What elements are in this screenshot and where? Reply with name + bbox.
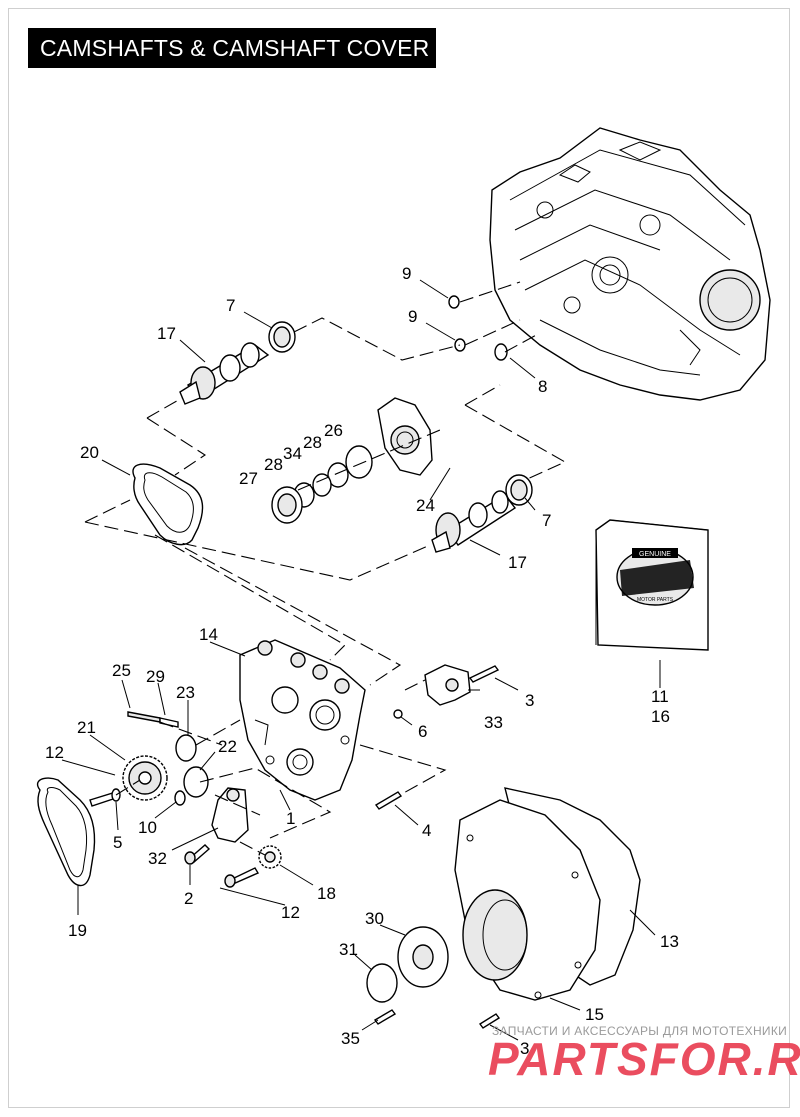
washer-22 (183, 766, 209, 798)
callout-9-lower: 9 (408, 307, 417, 326)
crankcase (489, 127, 771, 401)
spring-25 (127, 711, 161, 723)
callout-20: 20 (80, 443, 99, 462)
badge-motor-parts-text: MOTOR PARTS (637, 597, 674, 603)
callout-11: 11 (651, 687, 669, 706)
cam-support-plate-14 (239, 639, 366, 801)
callout-3-lower: 3 (520, 1039, 529, 1058)
callout-7-upper: 7 (226, 296, 235, 315)
callout-4: 4 (422, 821, 431, 840)
callout-18: 18 (317, 884, 336, 903)
callout-12-lower: 12 (281, 903, 300, 922)
callout-12-upper: 12 (45, 743, 64, 762)
tensioner-32 (211, 787, 249, 843)
ball-6 (393, 709, 403, 719)
sprocket-18 (258, 845, 282, 869)
screw-3-lower (478, 1013, 501, 1029)
callout-23: 23 (176, 683, 195, 702)
primary-chain-19 (36, 777, 96, 887)
callout-24: 24 (416, 496, 435, 515)
callout-27: 27 (239, 469, 258, 488)
watermark-logo: PARTSFOR.RU (488, 1033, 800, 1085)
callout-30: 30 (365, 909, 384, 928)
callout-21: 21 (77, 718, 96, 737)
callout-10: 10 (138, 818, 157, 837)
callout-15: 15 (585, 1005, 604, 1024)
ring-34 (312, 473, 332, 497)
bolt-4 (374, 791, 403, 810)
callout-26: 26 (324, 421, 343, 440)
callouts: 9 9 8 7 17 20 26 28 34 28 27 24 7 17 14 … (45, 264, 679, 1058)
page-title: CAMSHAFTS & CAMSHAFT COVER (28, 28, 436, 68)
bolt-12-lower (224, 867, 260, 888)
bearing-7-upper (268, 321, 296, 353)
sprocket-21 (122, 755, 168, 801)
callout-28-left: 28 (264, 455, 283, 474)
callout-3-upper: 3 (525, 691, 534, 710)
bearing-7-lower (505, 474, 533, 506)
leader-lines (61, 279, 661, 1041)
bolt-3-upper (468, 665, 500, 683)
callout-14: 14 (199, 625, 218, 644)
callout-28-right: 28 (303, 433, 322, 452)
cam-cover-15 (454, 799, 601, 1001)
watermark-caption: ЗАПЧАСТИ И АКСЕССУАРЫ ДЛЯ МОТОТЕХНИКИ (492, 1024, 788, 1038)
callout-8: 8 (538, 377, 547, 396)
assembly-lines (84, 281, 567, 856)
bolt-5 (89, 788, 121, 807)
callout-22: 22 (218, 737, 237, 756)
ring-10 (174, 790, 186, 806)
rear-camshaft (179, 342, 270, 405)
callout-35: 35 (341, 1029, 360, 1048)
cover-plate-30 (397, 926, 449, 988)
callout-19: 19 (68, 921, 87, 940)
o-ring-8 (494, 343, 508, 361)
gasket-31 (366, 963, 398, 1003)
callout-7-lower: 7 (542, 511, 551, 530)
callout-34: 34 (283, 444, 302, 463)
callout-5: 5 (113, 833, 122, 852)
callout-31: 31 (339, 940, 358, 959)
callout-2: 2 (184, 889, 193, 908)
ring-28-right (327, 462, 349, 488)
badge-genuine-text: GENUINE (639, 551, 671, 558)
callout-33: 33 (484, 713, 503, 732)
bearing-27 (271, 486, 303, 524)
bracket-33 (424, 664, 471, 706)
pin-29 (159, 717, 179, 728)
callout-17-upper: 17 (157, 324, 176, 343)
washer-23 (175, 734, 197, 762)
callout-17-lower: 17 (508, 553, 527, 572)
callout-1: 1 (286, 809, 295, 828)
front-camshaft (431, 490, 517, 553)
genuine-parts-box: GENUINE MOTOR PARTS (595, 519, 709, 651)
callout-9-upper: 9 (402, 264, 411, 283)
callout-6: 6 (418, 722, 427, 741)
o-ring-9-upper (448, 295, 460, 309)
page-frame (8, 8, 790, 1108)
callout-13: 13 (660, 932, 679, 951)
ring-26 (345, 445, 373, 479)
screw-35 (373, 1009, 397, 1025)
callout-32: 32 (148, 849, 167, 868)
callout-25: 25 (112, 661, 131, 680)
cam-chain-20 (132, 463, 204, 546)
support-plate-26 (377, 397, 433, 476)
callout-29: 29 (146, 667, 165, 686)
bolt-2 (184, 844, 211, 865)
callout-16: 16 (651, 707, 670, 726)
